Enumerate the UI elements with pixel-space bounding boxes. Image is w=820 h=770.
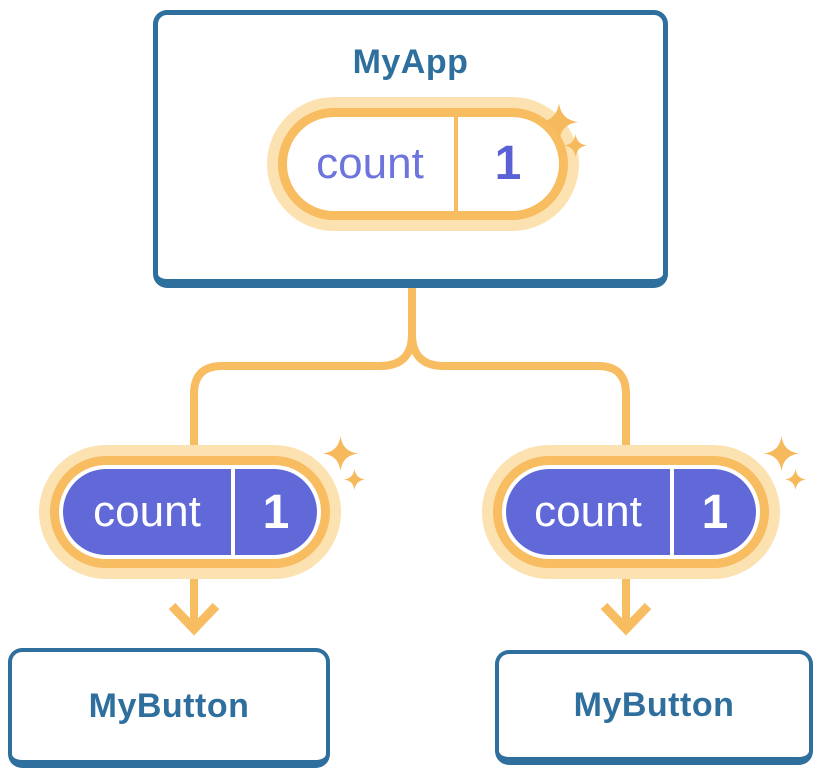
- prop-pill-left: count 1: [39, 445, 341, 579]
- state-pill: count 1: [266, 96, 579, 231]
- pill-divider: [670, 469, 674, 555]
- arrowhead-right-icon: [600, 602, 652, 636]
- myapp-card: MyApp count 1: [153, 10, 668, 288]
- prop-pill-value: 1: [701, 485, 729, 539]
- prop-pill-value: 1: [262, 485, 290, 539]
- sparkle-icon: [785, 469, 806, 490]
- arrowhead-left-icon: [168, 602, 220, 636]
- sparkle-icon: [564, 134, 587, 157]
- sparkle-icon: [323, 436, 358, 471]
- pill-divider: [231, 469, 235, 555]
- myapp-title: MyApp: [352, 43, 469, 81]
- pill-divider: [453, 116, 458, 211]
- mybutton-card-left: MyButton: [8, 648, 330, 768]
- prop-pill-right: count 1: [482, 445, 780, 579]
- prop-pill-ring: count 1: [50, 456, 330, 568]
- mybutton-title: MyButton: [88, 686, 250, 725]
- sparkle-icon: [540, 103, 578, 141]
- state-pill-ring: count 1: [277, 107, 568, 220]
- sparkle-icon: [764, 436, 799, 471]
- sparkle-icon: [344, 469, 365, 490]
- mybutton-card-right: MyButton: [495, 650, 813, 765]
- prop-pill-label: count: [534, 487, 642, 536]
- state-pill-value: 1: [494, 137, 522, 190]
- prop-pill-label: count: [93, 487, 201, 536]
- mybutton-title: MyButton: [573, 686, 735, 725]
- branch-right-line: [408, 284, 630, 628]
- prop-pill-ring: count 1: [493, 456, 769, 568]
- state-pill-label: count: [316, 138, 424, 188]
